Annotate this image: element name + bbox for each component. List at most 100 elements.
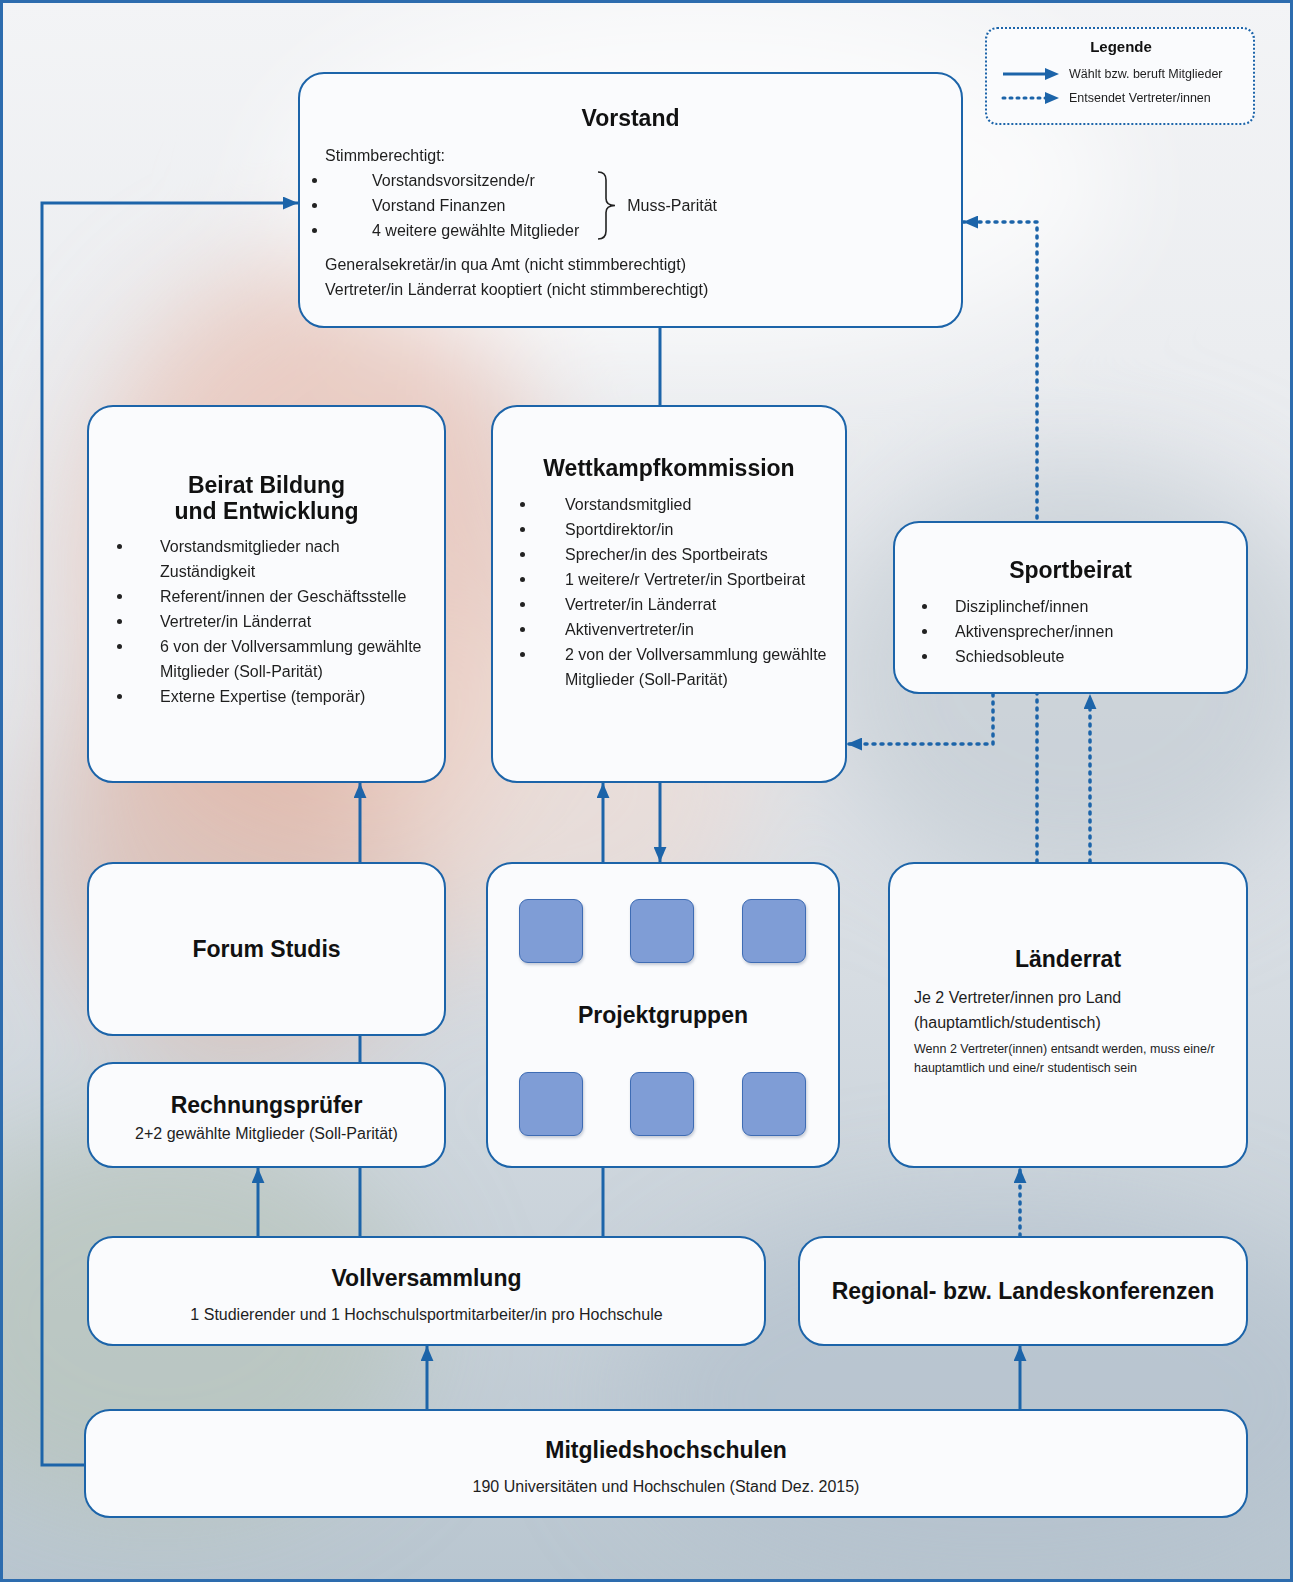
bullet-row: Aktivenvertreter/in	[493, 617, 845, 642]
bullet-item: 4 weitere gewählte Mitglieder	[372, 218, 579, 243]
bullet-row: Sportdirektor/in	[493, 517, 845, 542]
project-square	[742, 1072, 806, 1136]
project-square	[630, 1072, 694, 1136]
bullet-dot	[520, 552, 525, 557]
project-box: Projektgruppen	[486, 862, 840, 1168]
assembly-box: Vollversammlung 1 Studierender und 1 Hoch…	[87, 1236, 766, 1346]
node-heading: Vollversammlung	[89, 1265, 764, 1291]
bullet-row: Disziplinchef/innen	[895, 594, 1246, 619]
node-heading: Wettkampfkommission	[493, 455, 845, 481]
node-text: 1 Studierender und 1 Hochschulsportmitar…	[89, 1303, 764, 1327]
bullet-dot	[117, 619, 122, 624]
bullet-dot	[520, 602, 525, 607]
bullet-item: Vertreter/in Länderrat	[160, 609, 432, 634]
bullet-row: Vertreter/in Länderrat	[89, 609, 444, 634]
bullet-item: Sprecher/in des Sportbeirats	[565, 542, 833, 567]
commission-box: WettkampfkommissionVorstandsmitgliedSpor…	[491, 405, 847, 783]
bullet-dot	[312, 203, 317, 208]
bullet-column: Vorstandsvorsitzende/rVorstand Finanzen4…	[300, 168, 591, 243]
node-heading: Beirat Bildung und Entwicklung	[167, 472, 367, 524]
bullet-item: 2 von der Vollversammlung gewählte Mitgl…	[565, 642, 833, 692]
project-square	[519, 899, 583, 963]
bullet-dot	[922, 654, 927, 659]
bullet-row: Vorstandsmitglieder nach Zuständigkeit	[89, 534, 444, 584]
bullet-dot	[520, 652, 525, 657]
bullet-dot	[312, 228, 317, 233]
node-heading: Forum Studis	[89, 936, 444, 962]
legend-sample	[1001, 91, 1059, 105]
node-heading: Rechnungsprüfer	[89, 1092, 444, 1118]
project-square	[630, 899, 694, 963]
conference-box: Regional- bzw. Landeskonferenzen	[798, 1236, 1248, 1346]
bullet-dot	[520, 527, 525, 532]
auditor-box: Rechnungsprüfer 2+2 gewählte Mitglieder (…	[87, 1062, 446, 1168]
bullet-item: Aktivensprecher/innen	[955, 619, 1234, 644]
bullet-item: 6 von der Vollversammlung gewählte Mitgl…	[160, 634, 432, 684]
bullet-row: Referent/innen der Geschäftsstelle	[89, 584, 444, 609]
project-square	[519, 1072, 583, 1136]
node-heading: Sportbeirat	[895, 557, 1246, 583]
node-heading: Länderrat	[890, 946, 1246, 972]
legend-sample	[1001, 67, 1059, 81]
node-text: 190 Universitäten und Hochschulen (Stand…	[86, 1475, 1246, 1499]
bullet-dot	[117, 594, 122, 599]
council-box: Beirat Bildung und EntwicklungVorstandsm…	[87, 405, 446, 783]
node-heading: Mitgliedshochschulen	[86, 1437, 1246, 1463]
bullet-row: 4 weitere gewählte Mitglieder	[300, 218, 591, 243]
bullet-row: 2 von der Vollversammlung gewählte Mitgl…	[493, 642, 845, 692]
bullet-item: Referent/innen der Geschäftsstelle	[160, 584, 432, 609]
bullet-row: Sprecher/in des Sportbeirats	[493, 542, 845, 567]
bullet-row: Vorstand Finanzen	[300, 193, 591, 218]
delegation-arrow	[1018, 1168, 1022, 1236]
node-text: Vertreter/in Länderrat kooptiert (nicht …	[325, 277, 961, 302]
parity-note: Muss-Parität	[627, 193, 717, 218]
bullet-dot	[117, 644, 122, 649]
legend-text: Wählt bzw. beruft Mitglieder	[1069, 65, 1223, 83]
bullet-item: Vorstandsmitglied	[565, 492, 833, 517]
election-arrow	[659, 783, 662, 862]
node-heading: Vorstand	[300, 105, 961, 131]
bullet-row: Vorstandsmitglied	[493, 492, 845, 517]
advisory-box: SportbeiratDisziplinchef/innenAktivenspr…	[893, 521, 1248, 694]
bullet-item: Vorstand Finanzen	[372, 193, 579, 218]
node-heading: Projektgruppen	[488, 1002, 838, 1028]
node-heading: Regional- bzw. Landeskonferenzen	[800, 1278, 1246, 1304]
bullet-row: Aktivensprecher/innen	[895, 619, 1246, 644]
bullet-dot	[520, 502, 525, 507]
layout-part	[1045, 92, 1059, 104]
bullet-dot	[922, 629, 927, 634]
bullet-row: Vertreter/in Länderrat	[493, 592, 845, 617]
brace-symbol	[595, 171, 619, 240]
bullet-item: Schiedsobleute	[955, 644, 1234, 669]
legend-box: LegendeWählt bzw. beruft MitgliederEntse…	[985, 27, 1255, 125]
layout-part	[598, 172, 615, 239]
election-arrow	[426, 1346, 429, 1409]
node-text: Je 2 Vertreter/innen pro Land (hauptamtl…	[914, 985, 1196, 1035]
bullet-row: Vorstandsvorsitzende/r	[300, 168, 591, 193]
node-text: Generalsekretär/in qua Amt (nicht stimmb…	[325, 252, 961, 277]
bullet-item: Vorstandsmitglieder nach Zuständigkeit	[160, 534, 432, 584]
bullet-dot	[117, 694, 122, 699]
layout-part	[820, 460, 1293, 900]
states-council-box: Länderrat Je 2 Vertreter/innen pro Land (…	[888, 862, 1248, 1168]
forum-box: Forum Studis	[87, 862, 446, 1036]
election-arrow	[659, 328, 662, 405]
node-text: 2+2 gewählte Mitglieder (Soll-Parität)	[89, 1122, 444, 1146]
bullet-item: Externe Expertise (temporär)	[160, 684, 432, 709]
delegation-arrow	[1088, 694, 1092, 862]
legend-row: Entsendet Vertreter/innen	[1001, 89, 1241, 107]
legend-row: Wählt bzw. beruft Mitglieder	[1001, 65, 1241, 83]
delegation-arrow	[847, 694, 993, 744]
bullet-item: Disziplinchef/innen	[955, 594, 1234, 619]
bullet-group: Vorstandsvorsitzende/rVorstand Finanzen4…	[300, 168, 961, 243]
bullet-row: Externe Expertise (temporär)	[89, 684, 444, 709]
legend-text: Entsendet Vertreter/innen	[1069, 89, 1211, 107]
note-text: Wenn 2 Vertreter(innen) entsandt werden,…	[914, 1040, 1246, 1078]
bullet-dot	[312, 178, 317, 183]
layout-part	[1045, 68, 1059, 80]
legend-title: Legende	[1001, 37, 1241, 57]
